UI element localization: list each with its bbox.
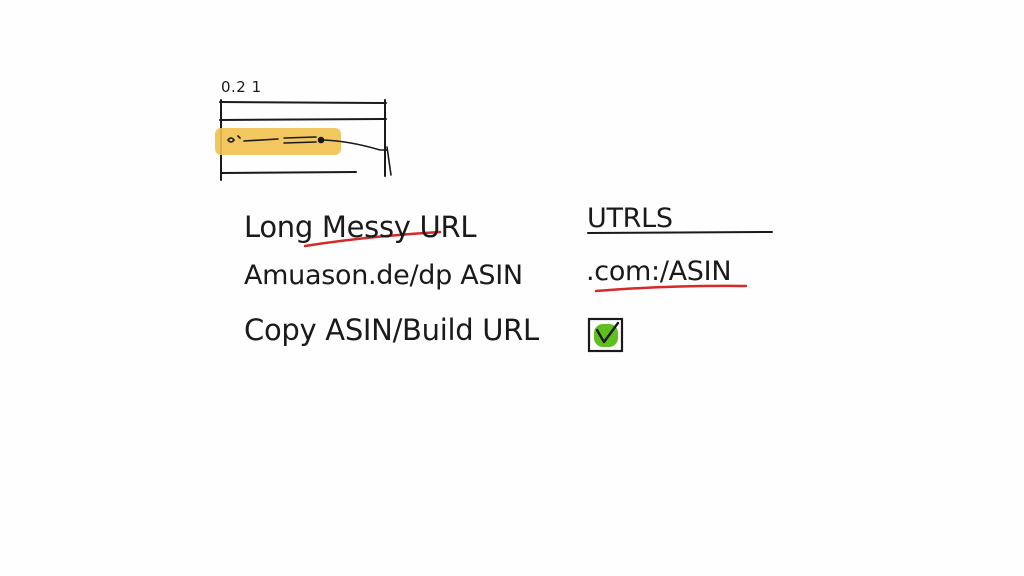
short-url-label: .com:/ASIN: [586, 258, 731, 285]
long-messy-url-label: Long Messy URL: [244, 213, 476, 242]
version-label: 0.2 1: [221, 80, 262, 95]
sketch-second-border: [220, 119, 386, 120]
amazon-dp-asin-label: Amuason.de/dp ASIN: [244, 262, 523, 289]
sketch-bottom-line: [222, 172, 356, 173]
checkmark-box-icon: [589, 319, 622, 351]
utrls-label: UTRLS: [587, 205, 673, 232]
sketch-top-border: [220, 102, 386, 103]
copy-asin-build-url-label: Copy ASIN/Build URL: [244, 316, 539, 345]
